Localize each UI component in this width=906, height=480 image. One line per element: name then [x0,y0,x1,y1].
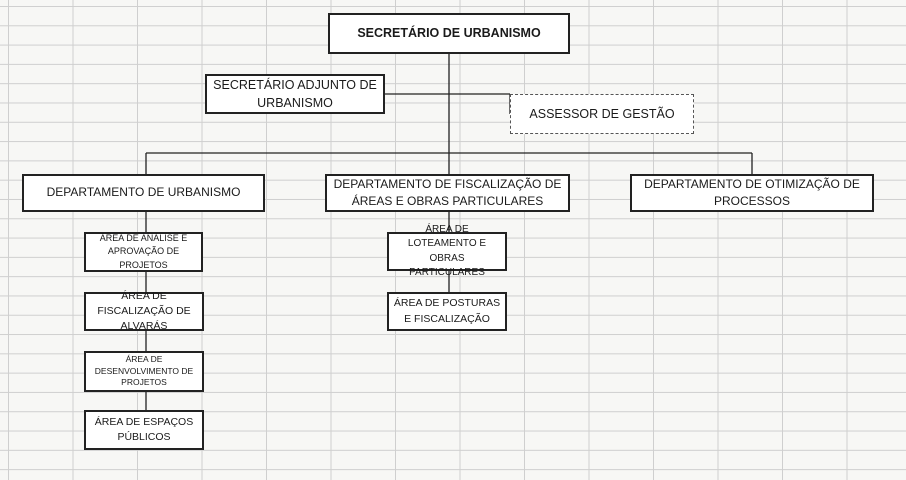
box-secretario-urbanismo: SECRETÁRIO DE URBANISMO [328,13,570,54]
box-area-posturas-fiscalizacao: ÁREA DE POSTURAS E FISCALIZAÇÃO [387,292,507,331]
box-area-desenvolvimento-projetos: ÁREA DE DESENVOLVIMENTO DE PROJETOS [84,351,204,392]
box-label: ÁREA DE LOTEAMENTO E OBRAS PARTICULARES [407,223,487,279]
box-area-analise-aprovacao: ÁREA DE ANÁLISE E APROVAÇÃO DE PROJETOS [84,232,203,272]
box-label: ÁREA DE ESPAÇOS PÚBLICOS [94,415,194,443]
box-departamento-urbanismo: DEPARTAMENTO DE URBANISMO [22,174,265,212]
box-area-espacos-publicos: ÁREA DE ESPAÇOS PÚBLICOS [84,410,204,450]
box-secretario-adjunto: SECRETÁRIO ADJUNTO DE URBANISMO [205,74,385,114]
box-label: DEPARTAMENTO DE OTIMIZAÇÃO DE PROCESSOS [644,176,860,208]
box-label: ÁREA DE FISCALIZAÇÃO DE ALVARÁS [97,289,191,333]
box-departamento-otimizacao: DEPARTAMENTO DE OTIMIZAÇÃO DE PROCESSOS [630,174,874,212]
box-departamento-fiscalizacao: DEPARTAMENTO DE FISCALIZAÇÃO DE ÁREAS E … [325,174,570,212]
box-label: ÁREA DE DESENVOLVIMENTO DE PROJETOS [94,354,194,388]
box-area-fiscalizacao-alvaras: ÁREA DE FISCALIZAÇÃO DE ALVARÁS [84,290,204,332]
box-label: ÁREA DE POSTURAS E FISCALIZAÇÃO [393,297,501,325]
box-assessor-gestao: ASSESSOR DE GESTÃO [510,94,694,134]
box-label: SECRETÁRIO ADJUNTO DE URBANISMO [213,77,377,110]
box-label: ASSESSOR DE GESTÃO [529,106,675,121]
box-label: SECRETÁRIO DE URBANISMO [357,26,541,41]
box-area-loteamento-obras: ÁREA DE LOTEAMENTO E OBRAS PARTICULARES [387,224,507,278]
box-label: ÁREA DE ANÁLISE E APROVAÇÃO DE PROJETOS [99,233,188,270]
box-label: DEPARTAMENTO DE FISCALIZAÇÃO DE ÁREAS E … [333,176,562,208]
box-label: DEPARTAMENTO DE URBANISMO [46,185,241,200]
